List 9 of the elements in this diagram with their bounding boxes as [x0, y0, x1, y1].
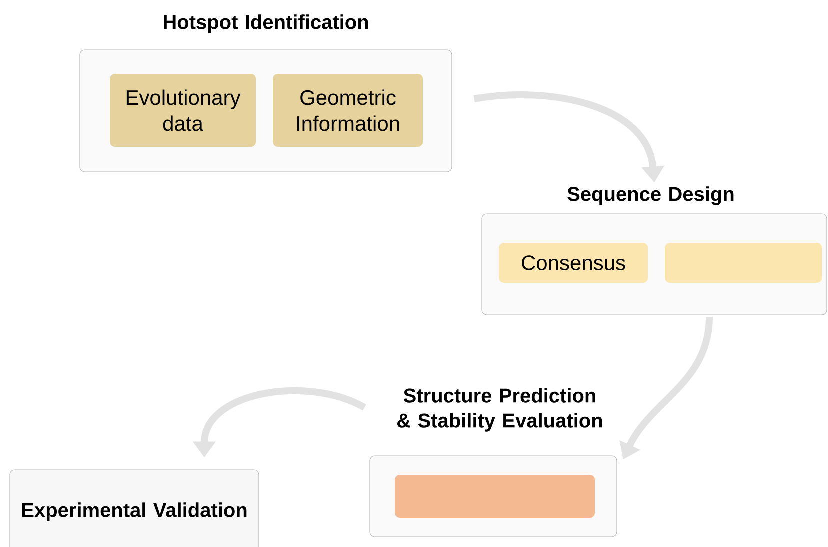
- empty-box: [665, 243, 822, 283]
- group-heading: Sequence Design: [568, 186, 734, 206]
- process-box: Experimental Validation: [10, 470, 260, 547]
- empty-box: [395, 475, 595, 518]
- group-heading: Hotspot Identification: [164, 14, 368, 34]
- group-heading: Structure Prediction & Stability Evaluation: [398, 388, 602, 432]
- step-box: Evolutionary data: [110, 74, 256, 147]
- step-box: Geometric Information: [273, 74, 423, 147]
- step-box: Consensus: [499, 243, 648, 283]
